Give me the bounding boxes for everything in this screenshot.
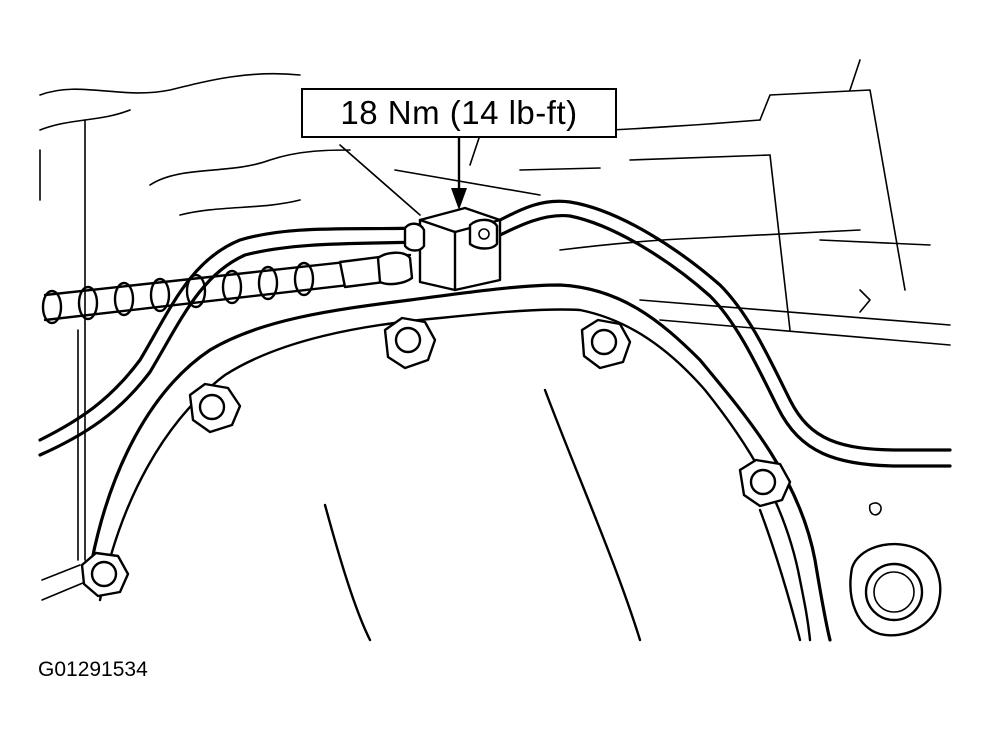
bolt-2: [580, 318, 632, 370]
torque-callout-leader: [451, 136, 467, 210]
torque-spec-callout: 18 Nm (14 lb-ft): [301, 88, 617, 138]
chassis-background: [39, 59, 951, 601]
cover-bolts: [80, 316, 942, 637]
rigid-brake-lines: [38, 199, 952, 468]
flexible-brake-hose: [41, 251, 414, 325]
bolt-3: [188, 382, 242, 434]
bolt-4: [738, 458, 792, 508]
axle-flange-nut: [849, 542, 942, 637]
bolt-5: [80, 551, 130, 598]
figure-id: G01291534: [38, 658, 148, 681]
junction-block-bracket: [403, 206, 502, 292]
bolt-1: [383, 316, 437, 370]
